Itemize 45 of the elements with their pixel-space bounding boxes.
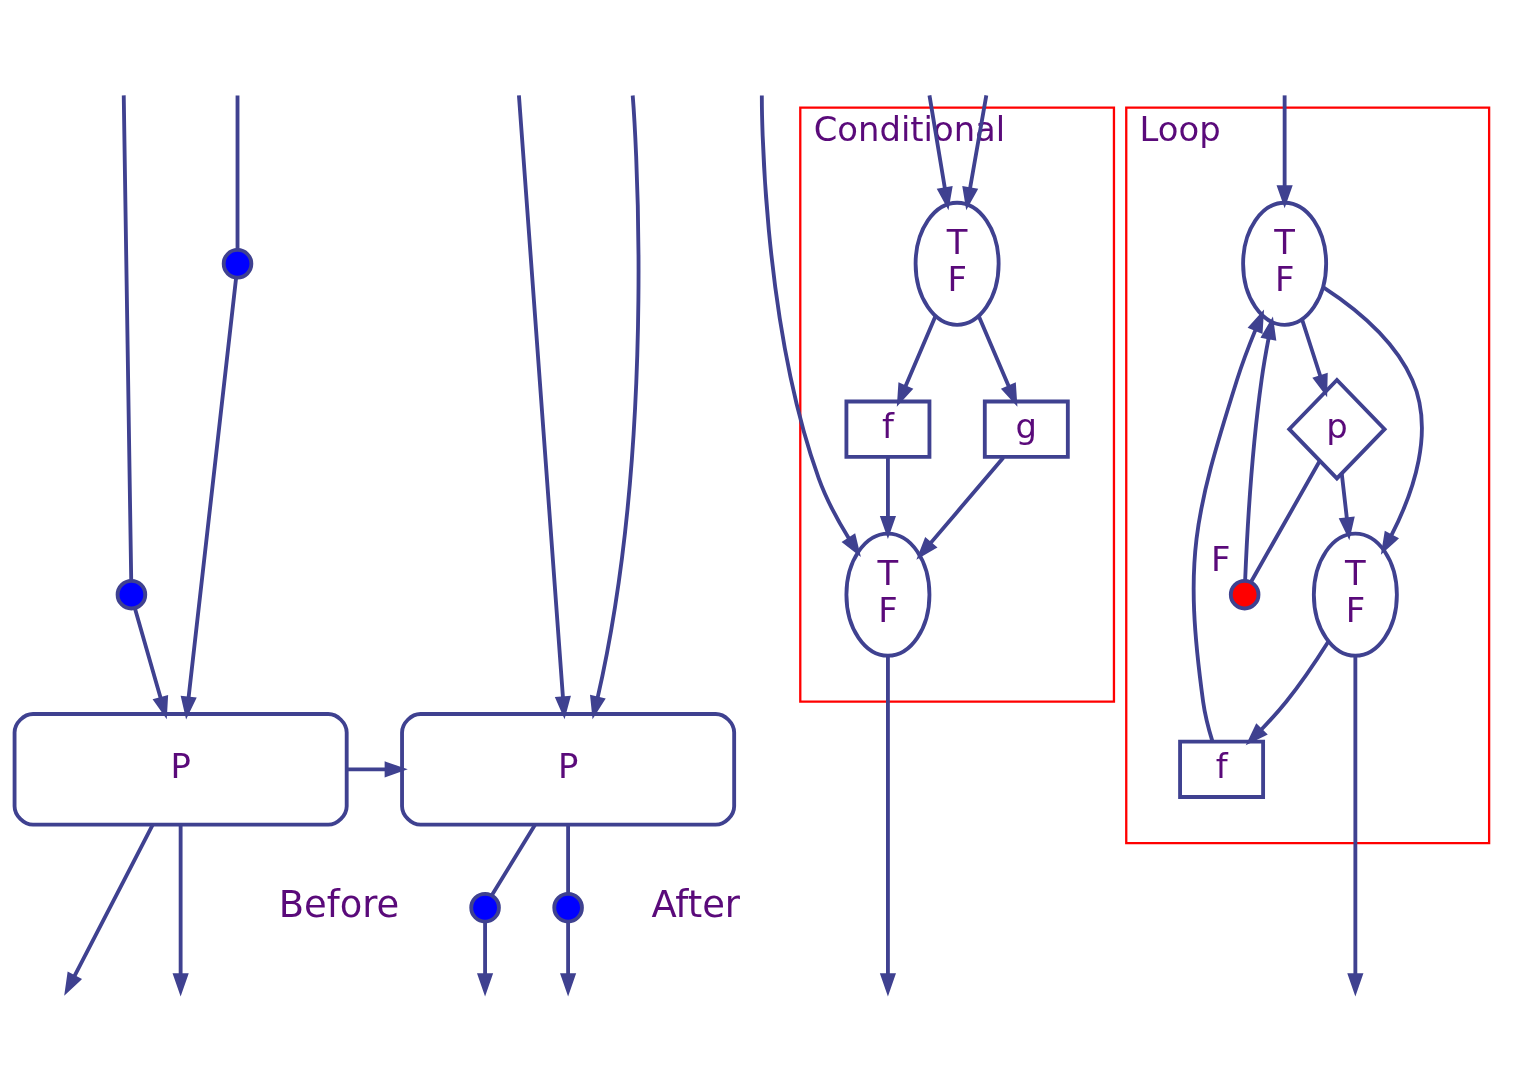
arrow xyxy=(1347,655,1364,996)
arrow xyxy=(477,921,494,996)
node-box: f xyxy=(844,399,932,459)
arrow xyxy=(1300,318,1328,397)
node-box: f xyxy=(1178,739,1265,799)
connector xyxy=(235,94,240,249)
node-circle xyxy=(1228,578,1261,610)
node-label: F xyxy=(1211,539,1231,579)
arrow xyxy=(879,457,896,539)
node-box: P xyxy=(12,711,349,827)
node-ellipse: T F xyxy=(1241,200,1329,327)
node-circle xyxy=(221,247,254,280)
connector xyxy=(566,824,571,894)
arrow xyxy=(560,921,577,996)
node-circle xyxy=(115,578,148,610)
node-ellipse: T F xyxy=(913,200,1001,327)
arrow xyxy=(896,315,938,407)
arrow xyxy=(879,655,896,996)
arrow xyxy=(1322,285,1424,555)
connector xyxy=(1249,459,1322,583)
node-circle xyxy=(552,891,584,923)
arrow xyxy=(172,824,189,996)
arrow xyxy=(347,760,408,777)
arrow xyxy=(64,823,155,996)
label: After xyxy=(651,882,741,926)
node-box: P xyxy=(400,711,737,827)
connector xyxy=(490,823,537,896)
node-diamond: p xyxy=(1286,376,1388,481)
node-ellipse: T F xyxy=(844,531,932,658)
arrow xyxy=(1243,316,1277,581)
arrow xyxy=(759,94,861,557)
arrow xyxy=(590,94,641,719)
arrow xyxy=(1191,309,1265,742)
arrow xyxy=(1276,94,1293,208)
node-circle xyxy=(469,891,501,923)
arrow xyxy=(517,94,571,719)
arrow xyxy=(1338,473,1355,540)
arrow xyxy=(977,315,1018,407)
arrow xyxy=(916,455,1005,560)
arrow xyxy=(133,607,169,719)
connector xyxy=(121,94,134,581)
label: Before xyxy=(278,882,400,926)
arrow xyxy=(180,277,239,720)
node-box: g xyxy=(982,399,1070,459)
arrow xyxy=(1245,640,1330,745)
